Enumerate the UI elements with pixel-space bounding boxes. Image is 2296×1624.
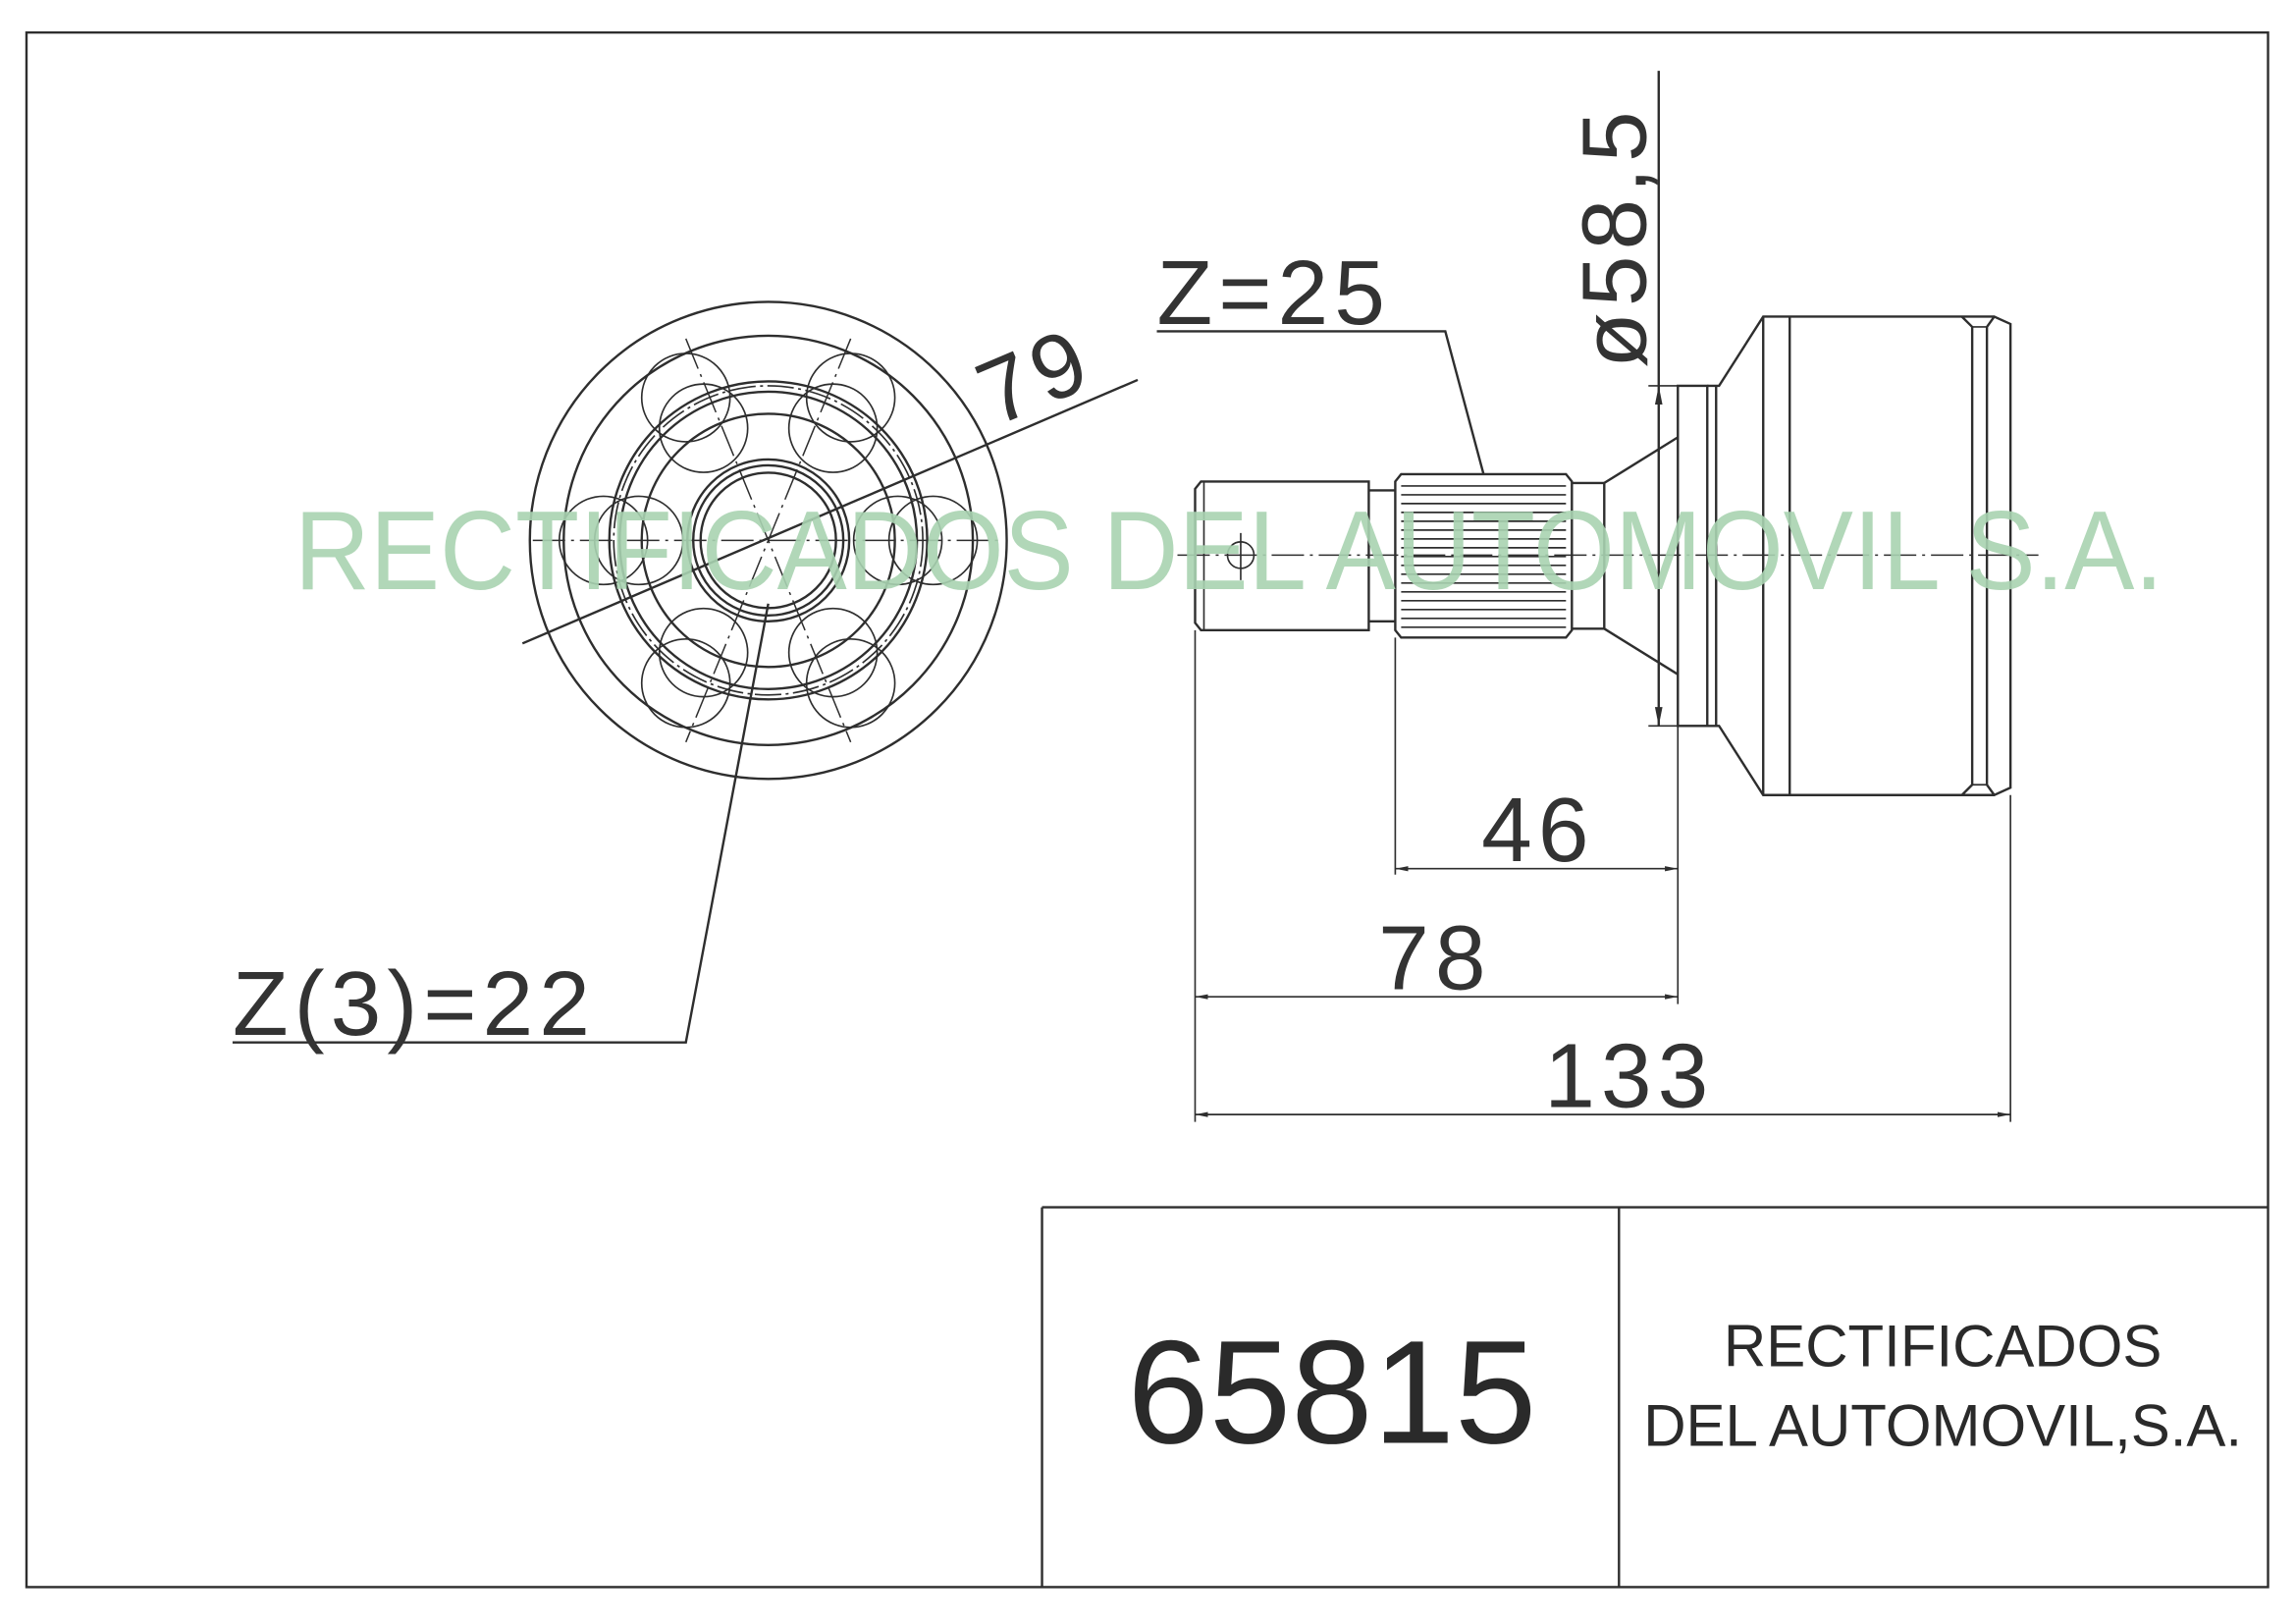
- spline-length-label: 46: [1481, 779, 1594, 881]
- joint-front-view: 79 Z(3)=22: [233, 300, 1139, 1055]
- ball-outline: [787, 383, 879, 473]
- watermark: RECTIFICADOS DEL AUTOMOVIL S.A.: [294, 489, 2163, 614]
- joint-side-view: Z=25 ø58,5 46 78 133: [1156, 71, 2039, 1127]
- company-name-line2: DEL AUTOMOVIL,S.A.: [1643, 1392, 2242, 1458]
- drawing-border: [25, 30, 2269, 1589]
- ball-outline: [658, 383, 749, 473]
- ball-outline: [640, 637, 731, 729]
- ball-outline: [805, 637, 896, 729]
- ball-outline: [658, 607, 749, 698]
- shaft-splines-label: Z=25: [1156, 242, 1390, 344]
- total-length-label: 133: [1544, 1025, 1714, 1127]
- inner-splines-label: Z(3)=22: [233, 952, 596, 1055]
- part-number: 65815: [1127, 1309, 1536, 1474]
- ball-outline: [640, 352, 731, 443]
- title-block: 65815 RECTIFICADOS DEL AUTOMOVIL,S.A.: [1041, 1206, 2269, 1588]
- outer-diameter-label: 79: [963, 307, 1107, 446]
- shaft-length-label: 78: [1378, 907, 1491, 1009]
- seal-diameter-label: ø58,5: [1563, 105, 1665, 368]
- ball-outline: [787, 607, 879, 698]
- ball-outline: [805, 352, 896, 443]
- company-name-line1: RECTIFICADOS: [1724, 1314, 2162, 1380]
